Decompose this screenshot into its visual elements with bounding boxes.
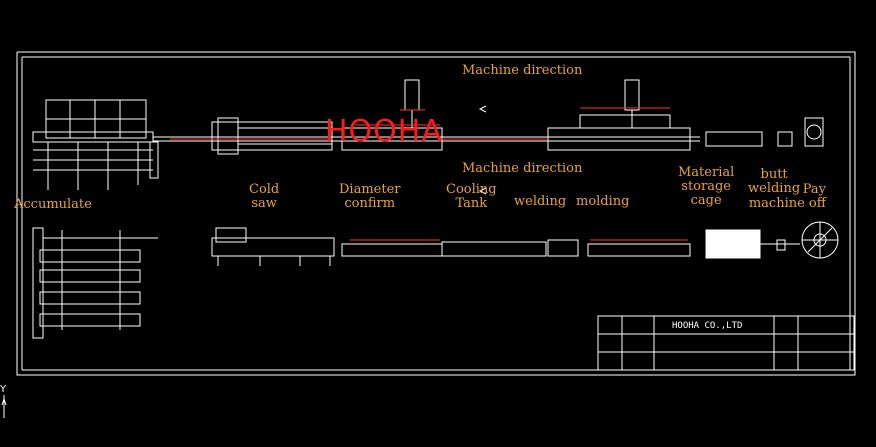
ucs-icon: [1, 395, 7, 418]
machine-direction-label-top: Machine direction: [462, 63, 583, 78]
machine-direction-label-mid: Machine direction: [462, 161, 583, 176]
welding-label: welding: [514, 194, 567, 209]
molding-label: molding: [576, 194, 630, 209]
pay-off-label: Pay machine off: [748, 182, 826, 211]
diameter-confirm-label: Diameter confirm: [339, 182, 401, 211]
cold-saw-label: Cold saw: [249, 182, 280, 211]
direction-arrow-icon: [478, 105, 487, 195]
cooling-tank-label: Cooling Tank: [446, 182, 497, 211]
top-line-layout: [32, 79, 824, 190]
bottom-line-layout: [32, 221, 839, 339]
top-line-accents: [170, 107, 670, 140]
title-block: [597, 315, 855, 371]
material-storage-cage-label: Material storage cage: [678, 165, 735, 208]
y-axis-label: Y: [0, 384, 7, 395]
butt-welding-label: butt welding: [748, 167, 801, 196]
company-name: HOOHA CO.,LTD: [672, 321, 743, 331]
hooha-watermark: HOOHA: [325, 114, 443, 149]
accumulate-label: Accumulate: [14, 197, 92, 212]
